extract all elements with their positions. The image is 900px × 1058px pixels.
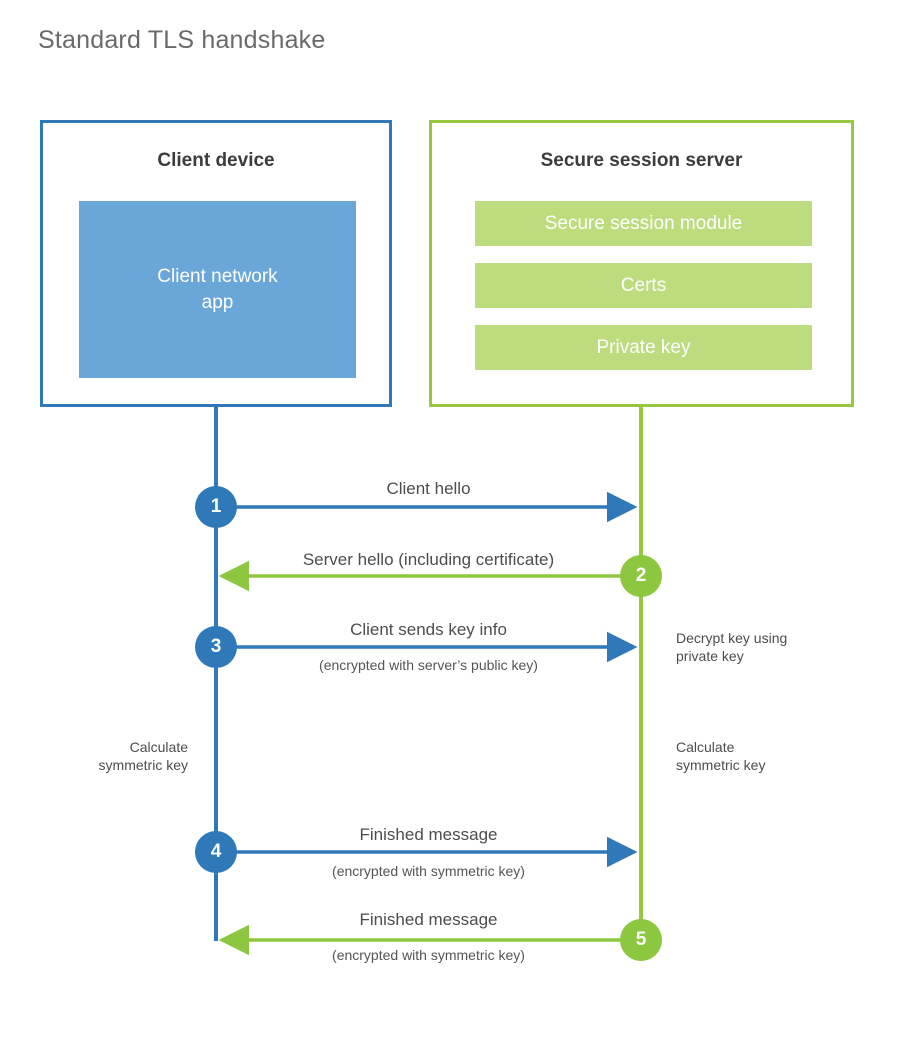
server-block-secure-session-module: Secure session module	[475, 201, 812, 246]
step-4-label: Finished message	[359, 825, 498, 844]
step-5-sublabel: (encrypted with symmetric key)	[332, 947, 525, 963]
step-marker-2[interactable]: 2	[620, 555, 662, 597]
client-device-heading: Client device	[157, 150, 275, 171]
step-4-sublabel: (encrypted with symmetric key)	[332, 863, 525, 879]
secure-session-server-heading: Secure session server	[540, 150, 743, 171]
server-block-private-key: Private key	[475, 325, 812, 370]
step-marker-1[interactable]: 1	[195, 486, 237, 528]
step-5-label: Finished message	[359, 910, 498, 929]
server-block-certs: Certs	[475, 263, 812, 308]
step-3-sublabel: (encrypted with server’s public key)	[319, 657, 538, 673]
secure-session-server-box: Secure session server Secure session mod…	[429, 120, 854, 407]
server-lifeline	[639, 406, 643, 941]
step-marker-3[interactable]: 3	[195, 626, 237, 668]
page-title: Standard TLS handshake	[38, 26, 326, 54]
step-3-label: Client sends key info	[350, 620, 507, 639]
client-lifeline	[214, 406, 218, 941]
step-1-label: Client hello	[386, 479, 471, 498]
step-marker-4[interactable]: 4	[195, 831, 237, 873]
step-2-label: Server hello (including certificate)	[302, 550, 555, 569]
step-marker-5[interactable]: 5	[620, 919, 662, 961]
